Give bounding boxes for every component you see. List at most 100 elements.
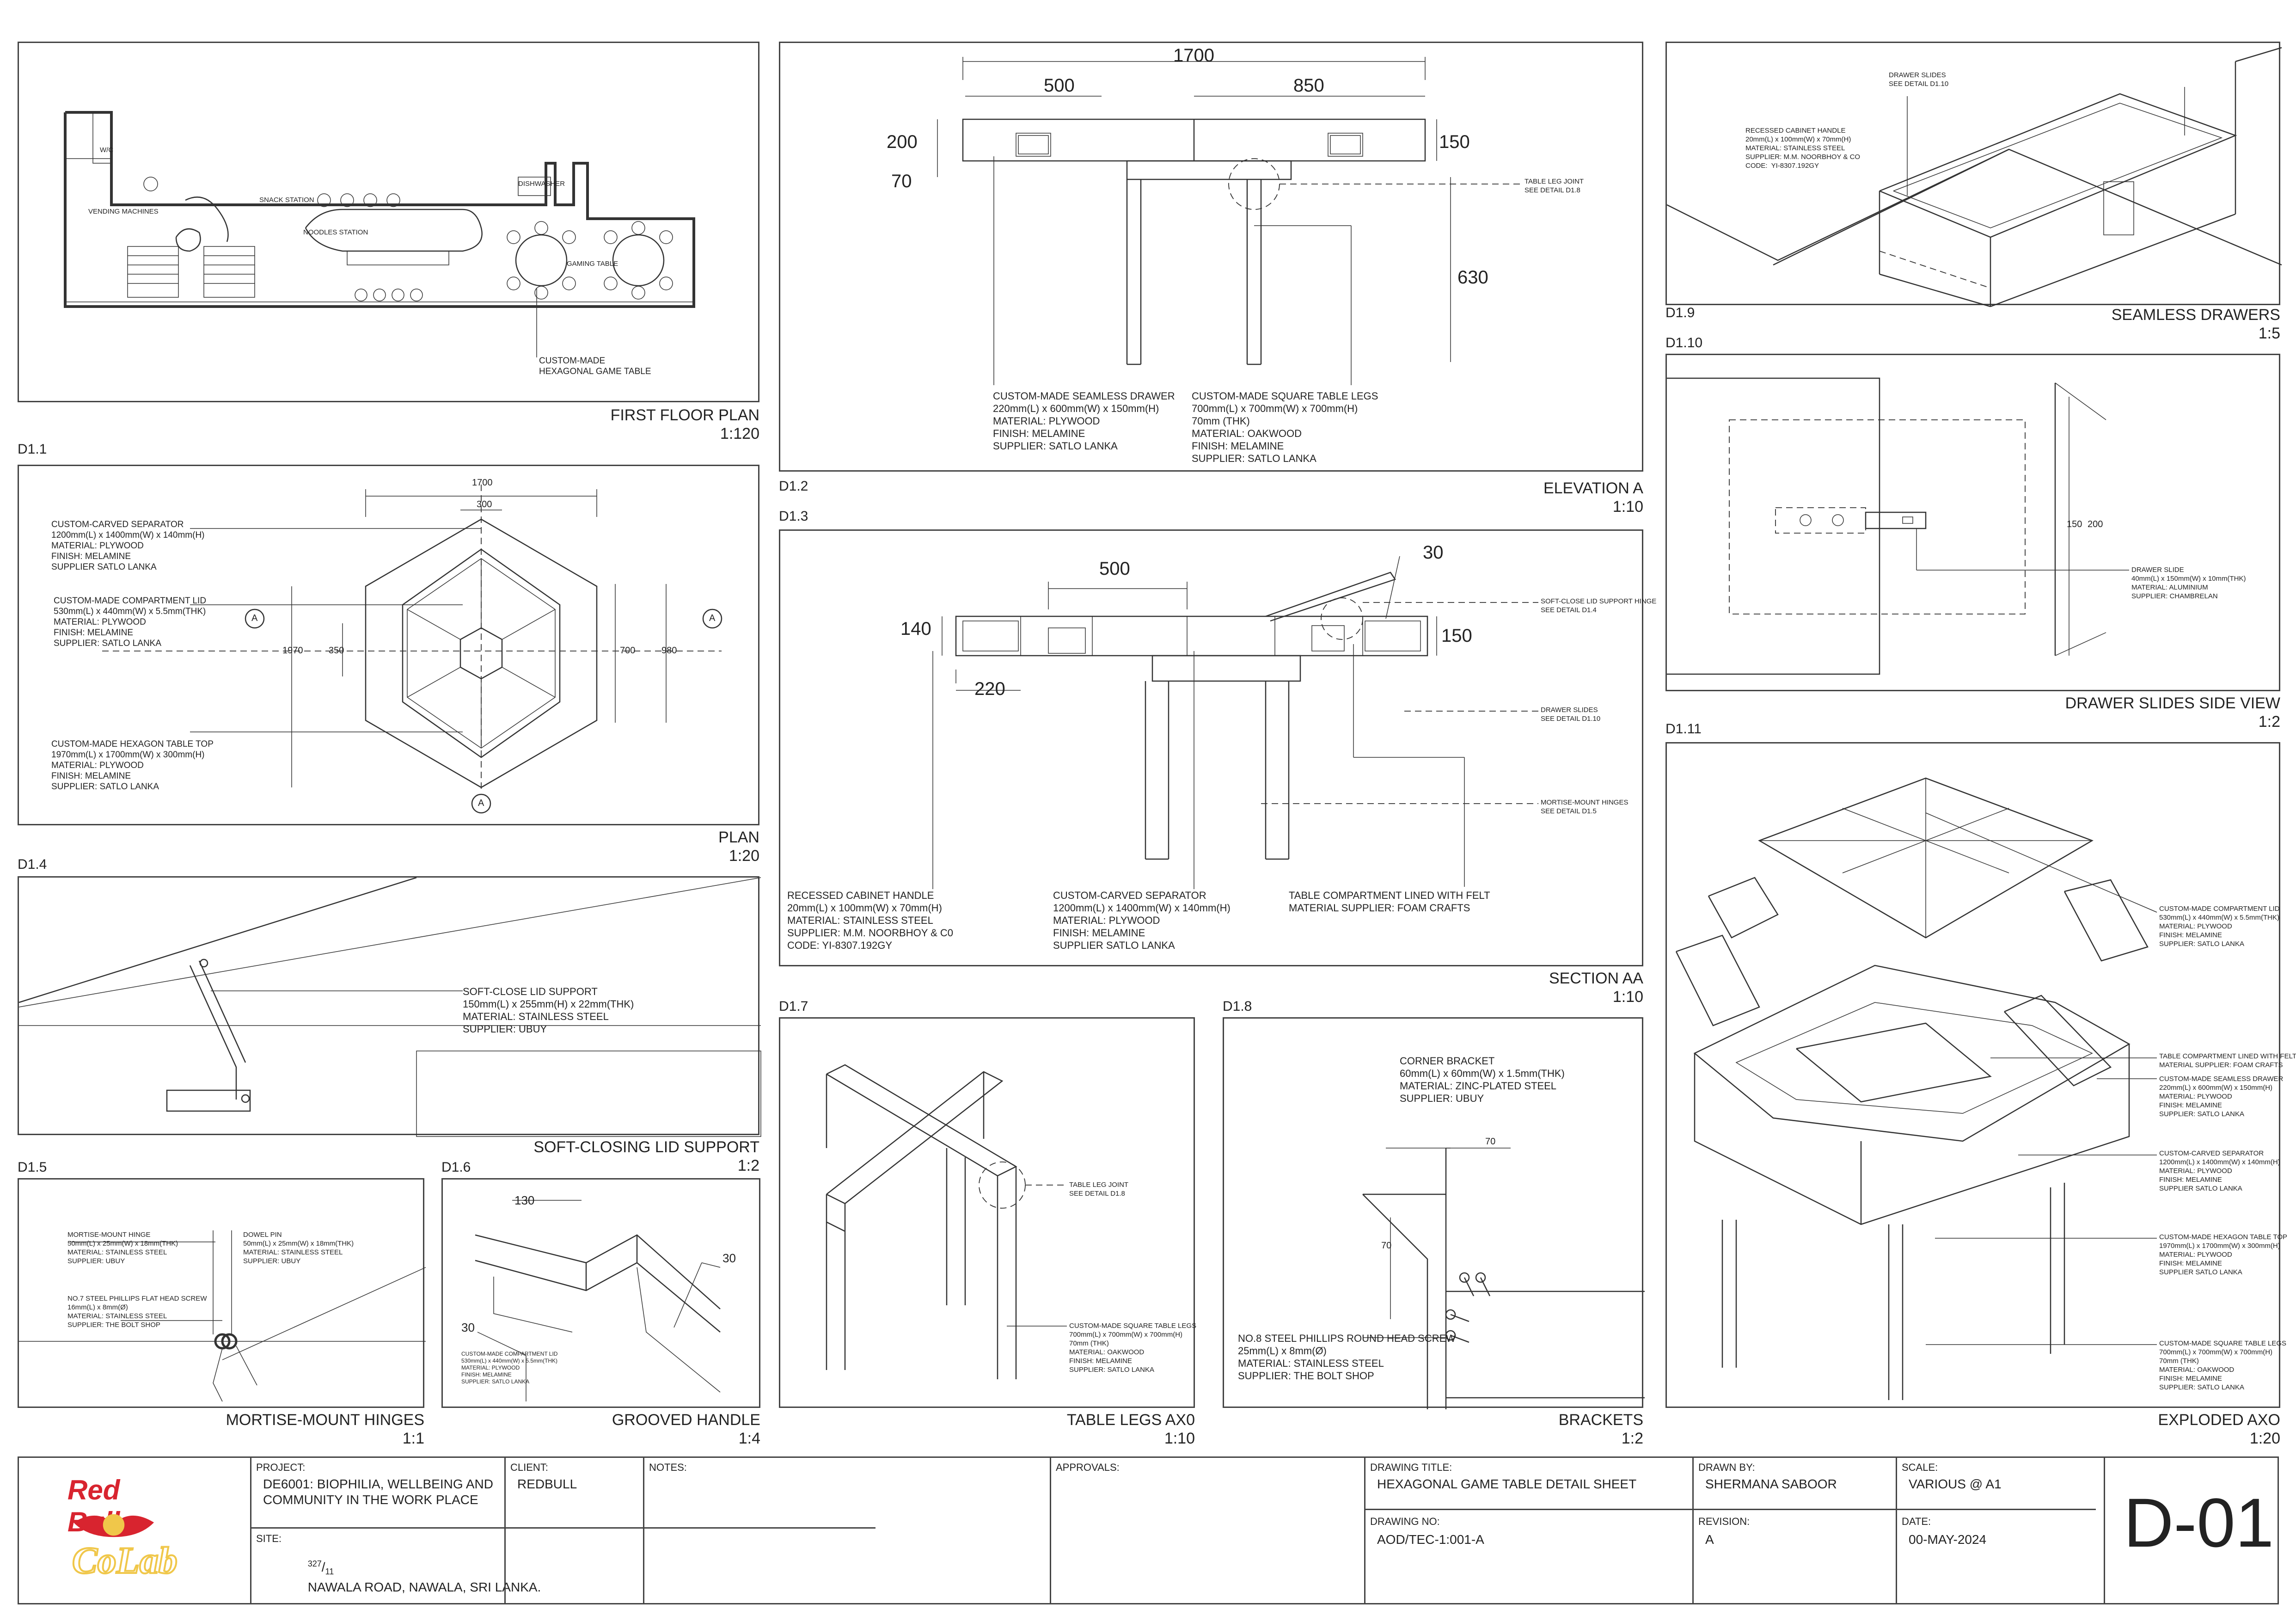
elevation-a-scale: 1:10 <box>1612 498 1643 516</box>
lid-support-panel: SOFT-CLOSE LID SUPPORT 150mm(L) x 255mm(… <box>18 876 761 1137</box>
section-note-slides: DRAWER SLIDES SEE DETAIL D1.10 <box>1541 706 1601 723</box>
tb-drawn-by-cell: DRAWN BY: SHERMANA SABOOR REVISION: A <box>1692 1458 1896 1603</box>
grooved-id: D1.6 <box>441 1160 471 1175</box>
brackets-panel: 70 70 CORNER BRACKET 60mm(L) x 60mm(W) x… <box>1223 1017 1645 1409</box>
first-floor-plan-drawing <box>64 111 695 357</box>
bull-icon <box>74 1514 154 1537</box>
table-legs-panel: TABLE LEG JOINT SEE DETAIL D1.8 CUSTOM-M… <box>779 1017 1196 1408</box>
tb-drawing-title-cell: DRAWING TITLE: HEXAGONAL GAME TABLE DETA… <box>1364 1458 2096 1603</box>
mortise-id: D1.5 <box>18 1160 47 1175</box>
mortise-note-dowel: DOWEL PIN 50mm(L) x 25mm(W) x 18mm(THK) … <box>243 1231 354 1265</box>
elev-dim-630: 630 <box>1457 267 1488 288</box>
tb-notes-key: NOTES: <box>649 1462 687 1473</box>
floor-label-snack: SNACK STATION <box>259 196 314 204</box>
lid-support-id: D1.4 <box>18 857 47 872</box>
exploded-note-lid: CUSTOM-MADE COMPARTMENT LID 530mm(L) x 4… <box>2159 905 2280 948</box>
tb-site-sub: 11 <box>325 1567 334 1576</box>
elev-dim-150: 150 <box>1439 132 1470 152</box>
section-aa-id: D1.3 <box>779 509 808 524</box>
elev-dim-1700: 1700 <box>1173 45 1214 66</box>
tb-project-cell: PROJECT: DE6001: BIOPHILIA, WELLBEING AN… <box>250 1458 876 1603</box>
table-legs-title: TABLE LEGS AX0 <box>1066 1411 1195 1429</box>
tb-approvals-cell: APPROVALS: <box>1050 1458 1364 1603</box>
elevation-a-title: ELEVATION A <box>1543 479 1643 497</box>
plan-dim-300: 300 <box>477 499 492 510</box>
elev-dim-200: 200 <box>887 132 918 152</box>
elev-dim-850: 850 <box>1293 75 1324 96</box>
plan-dim-700: 700 <box>620 645 636 656</box>
exploded-scale: 1:20 <box>2249 1430 2280 1447</box>
elevation-a-id: D1.2 <box>779 479 808 494</box>
grooved-title: GROOVED HANDLE <box>612 1411 760 1429</box>
section-note-handle: RECESSED CABINET HANDLE 20mm(L) x 100mm(… <box>787 890 954 951</box>
elev-note-drawer: CUSTOM-MADE SEAMLESS DRAWER 220mm(L) x 6… <box>993 390 1175 452</box>
lid-support-note: SOFT-CLOSE LID SUPPORT 150mm(L) x 255mm(… <box>463 986 634 1035</box>
mortise-scale: 1:1 <box>402 1430 424 1447</box>
tb-client-key: CLIENT: <box>510 1462 548 1473</box>
seamless-drawers-drawing <box>1666 47 2282 307</box>
table-legs-id: D1.7 <box>779 999 808 1014</box>
plan-dim-980: 980 <box>661 645 677 656</box>
table-legs-drawing <box>826 1064 1067 1379</box>
lid-support-title: SOFT-CLOSING LID SUPPORT <box>533 1138 759 1156</box>
tb-sheet-cell: D-01 <box>2104 1458 2279 1603</box>
drawers-note-slides: DRAWER SLIDES SEE DETAIL D1.10 <box>1889 71 1949 88</box>
grooved-note: CUSTOM-MADE COMPARTMENT LID 530mm(L) x 4… <box>461 1351 558 1385</box>
exploded-note-drawer: CUSTOM-MADE SEAMLESS DRAWER 220mm(L) x 6… <box>2159 1075 2284 1118</box>
section-aa-scale: 1:10 <box>1612 988 1643 1006</box>
plan-dim-1970: 1970 <box>282 645 303 656</box>
brackets-dim-side: 70 <box>1381 1241 1392 1251</box>
floor-label-gaming: GAMING TABLE <box>567 260 618 268</box>
brackets-title: BRACKETS <box>1558 1411 1643 1429</box>
plan-note-separator: CUSTOM-CARVED SEPARATOR 1200mm(L) x 1400… <box>51 520 205 572</box>
tb-date-value: 00-MAY-2024 <box>1909 1532 1987 1547</box>
tb-revision-value: A <box>1705 1532 1714 1547</box>
mortise-panel: MORTISE-MOUNT HINGE 50mm(L) x 25mm(W) x … <box>18 1178 426 1408</box>
section-dim-500: 500 <box>1099 559 1130 579</box>
floor-label-noodles: NOODLES STATION <box>303 228 368 236</box>
slides-dim-200: 200 <box>2088 519 2103 529</box>
plan-marker-left: A <box>251 613 258 623</box>
tb-site-value: 327/11 NAWALA ROAD, NAWALA, SRI LANKA. <box>307 1559 541 1594</box>
brackets-note-screw: NO.8 STEEL PHILLIPS ROUND HEAD SCREW 25m… <box>1238 1333 1456 1382</box>
tb-drawing-title-value: HEXAGONAL GAME TABLE DETAIL SHEET <box>1377 1477 1637 1491</box>
section-dim-150: 150 <box>1441 626 1472 646</box>
tb-drawing-no-value: AOD/TEC-1:001-A <box>1377 1532 1484 1547</box>
mortise-note-screw: NO.7 STEEL PHILLIPS FLAT HEAD SCREW 16mm… <box>67 1295 207 1329</box>
plan-panel: 1700 300 1970 350 700 980 A A A CUSTOM-C… <box>18 465 759 825</box>
plan-note-top: CUSTOM-MADE HEXAGON TABLE TOP 1970mm(L) … <box>51 739 214 792</box>
first-floor-plan-title: FIRST FLOOR PLAN <box>610 406 759 424</box>
tb-scale-key: SCALE: <box>1902 1462 1938 1473</box>
tb-notes-cell: NOTES: <box>643 1458 1050 1603</box>
elev-note-joint: TABLE LEG JOINT SEE DETAIL D1.8 <box>1525 178 1584 194</box>
drawer-slides-panel: 150 200 DRAWER SLIDE 40mm(L) x 150mm(W) … <box>1665 354 2280 691</box>
slides-note: DRAWER SLIDE 40mm(L) x 150mm(W) x 10mm(T… <box>2131 566 2246 600</box>
elev-dim-500: 500 <box>1044 75 1075 96</box>
seamless-drawers-panel: DRAWER SLIDES SEE DETAIL D1.10 RECESSED … <box>1665 42 2282 307</box>
grooved-dim-30-left: 30 <box>461 1321 475 1334</box>
floor-label-wc: W/C <box>100 146 114 154</box>
section-note-separator: CUSTOM-CARVED SEPARATOR 1200mm(L) x 1400… <box>1053 890 1231 951</box>
mortise-note-hinge: MORTISE-MOUNT HINGE 50mm(L) x 25mm(W) x … <box>67 1231 178 1265</box>
tb-client-value: REDBULL <box>517 1477 577 1491</box>
section-aa-drawing <box>932 556 1538 889</box>
plan-dim-1700: 1700 <box>472 478 493 488</box>
plan-drawing <box>102 485 722 814</box>
brackets-id: D1.8 <box>1223 999 1252 1014</box>
plan-scale: 1:20 <box>729 847 759 865</box>
tb-project-key: PROJECT: <box>256 1462 306 1473</box>
plan-title: PLAN <box>718 829 759 846</box>
floor-label-vending: VENDING MACHINES <box>88 208 159 215</box>
lid-support-drawing <box>18 877 761 1137</box>
elev-dim-70: 70 <box>891 171 912 191</box>
tb-client-cell: CLIENT: REDBULL <box>504 1458 643 1603</box>
floor-label-dishwasher: DISHWASHER <box>518 180 565 188</box>
tb-scale-cell: SCALE: VARIOUS @ A1 DATE: 00-MAY-2024 <box>1896 1458 2104 1603</box>
tb-approvals-key: APPROVALS: <box>1056 1462 1120 1473</box>
drawer-slides-id: D1.10 <box>1665 335 1703 350</box>
section-dim-140: 140 <box>900 619 931 639</box>
elevation-a-panel: 1700 500 850 200 70 150 630 TABLE LEG JO… <box>779 42 1643 472</box>
plan-marker-bottom: A <box>478 798 484 808</box>
tb-drawing-no-key: DRAWING NO: <box>1370 1516 1440 1527</box>
seamless-drawers-id: D1.9 <box>1665 305 1695 320</box>
